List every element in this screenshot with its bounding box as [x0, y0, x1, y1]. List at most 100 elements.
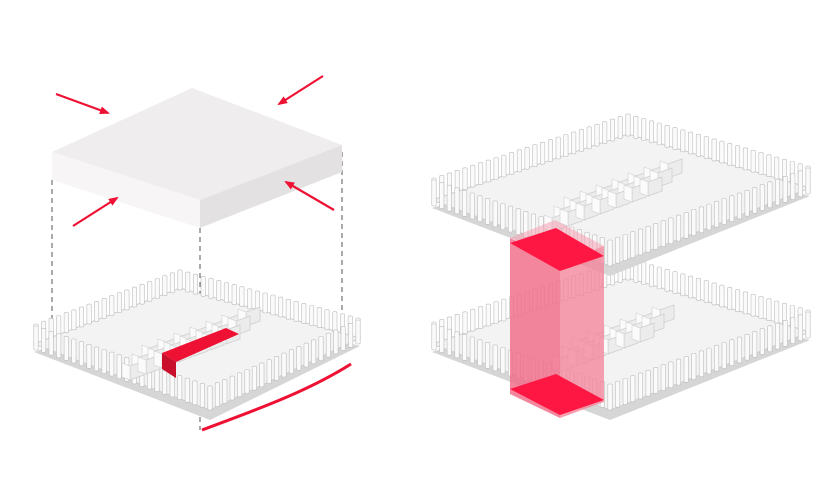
facade-fin — [493, 301, 499, 324]
facade-fin — [767, 181, 773, 209]
facade-fin — [259, 362, 265, 388]
facade-fin — [86, 303, 92, 325]
facade-fin — [101, 349, 107, 374]
facade-fin — [668, 361, 674, 389]
facade-fin — [477, 195, 483, 222]
core-top-slab — [510, 228, 604, 271]
facade-fin — [193, 273, 199, 295]
facade-fin — [274, 355, 280, 381]
facade-fin — [348, 322, 354, 348]
edge-curve — [201, 362, 352, 432]
facade-fin — [675, 214, 681, 242]
facade-fin — [251, 365, 257, 391]
facade-fin — [229, 375, 235, 401]
facade-fin — [555, 136, 561, 160]
facade-fin — [656, 122, 662, 146]
facade-fin — [71, 338, 77, 364]
facade-fin — [41, 328, 47, 353]
facade-fin — [94, 346, 100, 372]
facade-fin — [507, 205, 513, 233]
facade-fin — [774, 178, 780, 206]
facade-fin — [462, 311, 468, 335]
facade-fin — [462, 167, 468, 191]
facade-fin — [729, 339, 735, 367]
facade-fin — [664, 125, 670, 148]
facade-fin — [672, 271, 678, 294]
facade-fin — [208, 277, 214, 299]
right-panel — [430, 113, 812, 420]
facade-fin — [680, 129, 686, 153]
facade-fin — [501, 154, 507, 178]
facade-fin — [470, 308, 476, 332]
facade-fin — [630, 231, 636, 258]
facade-fin — [790, 173, 796, 200]
room-wall — [639, 178, 649, 197]
room-wall — [137, 356, 147, 375]
facade-fin — [270, 294, 276, 316]
facade-fin — [758, 296, 764, 319]
facade-fin — [262, 292, 268, 314]
massing-block — [52, 88, 342, 228]
facade-fin — [703, 280, 709, 303]
facade-fin — [742, 291, 748, 315]
facade-fin — [695, 277, 701, 301]
facade-fin — [469, 336, 475, 364]
facade-fin — [609, 118, 615, 142]
facade-fin — [688, 131, 694, 155]
facade-fin — [454, 331, 460, 359]
facade-fin — [645, 225, 651, 253]
facade-fin — [56, 315, 62, 336]
facade-fin — [500, 347, 506, 374]
facade-fin — [124, 289, 130, 311]
arrow-icon — [277, 75, 324, 106]
facade-fin — [48, 330, 54, 356]
facade-fin — [477, 339, 483, 367]
facade-fin — [660, 220, 666, 247]
facade-fin — [752, 187, 758, 214]
facade-fin — [758, 152, 764, 175]
massing-block-right-face — [200, 145, 342, 228]
facade-fin — [680, 273, 686, 297]
facade-fin — [485, 159, 491, 183]
facade-fin — [169, 272, 175, 294]
facade-fin — [86, 343, 92, 369]
facade-fin — [500, 203, 506, 230]
facade-fin — [101, 298, 107, 319]
facade-fin — [683, 355, 689, 383]
facade-fin — [547, 139, 553, 162]
facade-fin — [301, 303, 307, 324]
facade-fin — [766, 154, 772, 177]
facade-fin — [630, 375, 636, 403]
facade-fin — [563, 134, 569, 157]
facade-fin — [774, 300, 780, 324]
facade-fin — [711, 282, 717, 306]
facade-fin — [615, 380, 621, 408]
facade-fin — [622, 378, 628, 405]
facade-fin — [78, 341, 84, 367]
facade-fin — [759, 328, 765, 355]
facade-fin — [469, 192, 475, 220]
facade-fin — [446, 328, 452, 356]
facade-fin — [622, 234, 628, 261]
facade-fin — [223, 282, 229, 303]
facade-fin — [192, 380, 198, 406]
facade-fin — [485, 198, 491, 225]
facade-fin — [736, 192, 742, 220]
facade-fin — [296, 346, 302, 371]
facade-fin — [668, 217, 674, 245]
facade-fin — [695, 134, 701, 157]
room-wall — [575, 202, 585, 221]
facade-fin — [767, 325, 773, 353]
room-wall — [607, 190, 617, 209]
facade-fin — [744, 189, 750, 217]
facade-fin — [714, 200, 720, 228]
facade-fin — [478, 162, 484, 185]
upper-floor-plate — [430, 113, 812, 276]
facade-fin — [790, 317, 796, 344]
facade-fin — [333, 329, 339, 355]
core-bottom-slab — [510, 374, 604, 415]
facade-fin — [664, 268, 670, 292]
core-front-face — [560, 246, 604, 418]
facade-fin — [340, 326, 346, 351]
